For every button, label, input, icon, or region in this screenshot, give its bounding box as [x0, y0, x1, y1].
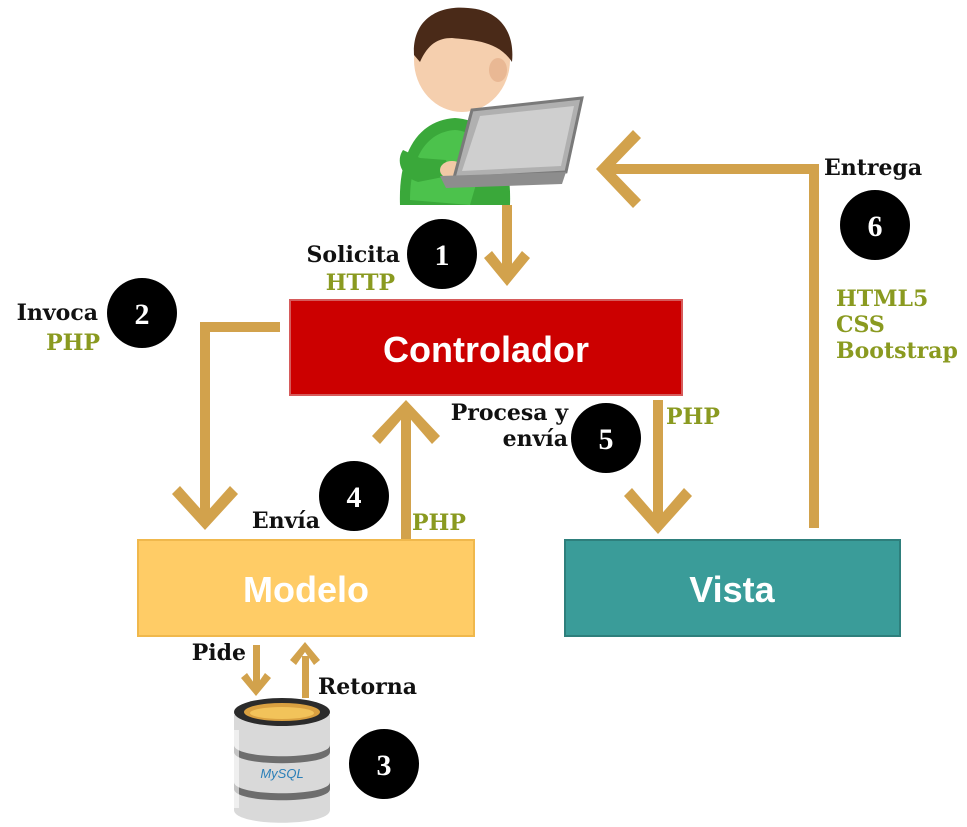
entrega-tech-bootstrap: Bootstrap: [836, 338, 958, 364]
controlador-box: Controlador: [289, 299, 683, 396]
mysql-logo-text: MySQL: [260, 766, 303, 781]
step-5-badge: 5: [571, 403, 641, 473]
step-1-badge: 1: [407, 219, 477, 289]
step-2-number: 2: [135, 298, 150, 331]
arrow-retorna: [290, 642, 320, 698]
envia-modelo-tech: PHP: [412, 510, 466, 536]
vista-box: Vista: [564, 539, 901, 637]
arrow-solicita: [484, 205, 530, 286]
modelo-box: Modelo: [137, 539, 475, 637]
step-2-badge: 2: [107, 278, 177, 348]
procesa-label-line1: Procesa y: [451, 400, 570, 426]
step-4-number: 4: [347, 481, 362, 514]
step-6-number: 6: [868, 210, 883, 243]
step-5-number: 5: [599, 423, 614, 456]
step-1-number: 1: [435, 239, 450, 272]
invoca-label: Invoca: [17, 300, 98, 326]
entrega-label: Entrega: [824, 155, 922, 181]
retorna-label: Retorna: [318, 674, 417, 700]
solicita-tech: HTTP: [326, 270, 395, 296]
arrow-procesa-envia: [624, 400, 692, 534]
arrow-pide: [241, 645, 271, 696]
envia-modelo-label: Envía: [252, 508, 320, 534]
arrow-invoca: [172, 322, 280, 530]
arrow-envia-modelo: [372, 400, 440, 540]
procesa-label-line2: envía: [503, 426, 568, 452]
entrega-tech-css: CSS: [836, 312, 885, 338]
arrows: [172, 130, 819, 698]
step-4-badge: 4: [319, 461, 389, 531]
controlador-title: Controlador: [383, 329, 589, 370]
procesa-tech: PHP: [666, 404, 720, 430]
step-3-badge: 3: [349, 729, 419, 799]
mysql-database-icon: MySQL: [233, 698, 330, 823]
entrega-tech-html5: HTML5: [836, 286, 928, 312]
user-with-laptop-icon: [399, 7, 584, 205]
vista-title: Vista: [689, 569, 775, 610]
invoca-tech: PHP: [46, 330, 100, 356]
step-3-number: 3: [377, 749, 392, 782]
arrow-entrega: [596, 130, 819, 528]
pide-label: Pide: [192, 640, 246, 666]
solicita-label: Solicita: [307, 242, 400, 268]
modelo-title: Modelo: [243, 569, 369, 610]
step-6-badge: 6: [840, 190, 910, 260]
